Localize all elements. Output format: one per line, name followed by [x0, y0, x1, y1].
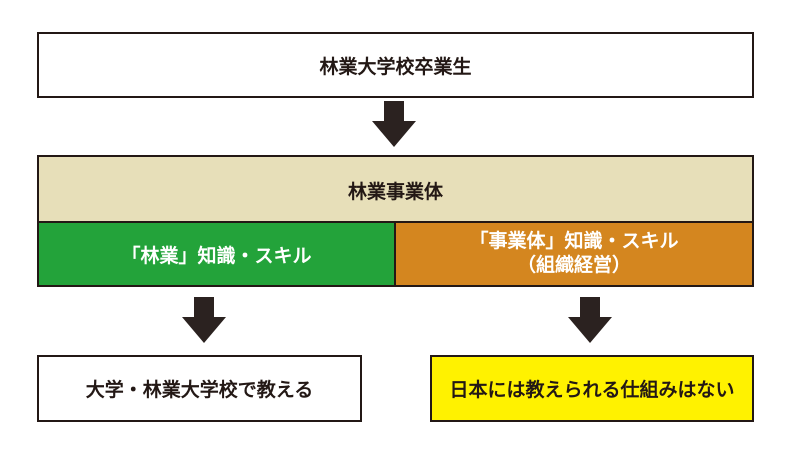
graduates-label: 林業大学校卒業生 — [319, 55, 472, 78]
forestry-entity-label: 林業事業体 — [347, 180, 443, 203]
no-system-in-japan-label: 日本には教えられる仕組みはない — [449, 379, 735, 401]
arrow-down-icon — [370, 101, 418, 149]
forestry-entity-header: 林業事業体 — [37, 155, 754, 223]
forestry-knowledge-label: 「林業」知識・スキル — [121, 244, 312, 267]
graduates-box: 林業大学校卒業生 — [37, 32, 754, 98]
taught-at-schools-box: 大学・林業大学校で教える — [37, 355, 362, 422]
arrow-down-icon — [180, 297, 228, 345]
entity-knowledge-cell: 「事業体」知識・スキル （組織経営） — [394, 221, 754, 287]
arrow-down-icon — [566, 297, 614, 345]
forestry-knowledge-cell: 「林業」知識・スキル — [37, 221, 396, 287]
taught-at-schools-label: 大学・林業大学校で教える — [85, 379, 314, 401]
no-system-in-japan-box: 日本には教えられる仕組みはない — [430, 355, 754, 422]
organization-management-label: （組織経営） — [516, 254, 631, 276]
entity-knowledge-label: 「事業体」知識・スキル — [469, 230, 679, 253]
